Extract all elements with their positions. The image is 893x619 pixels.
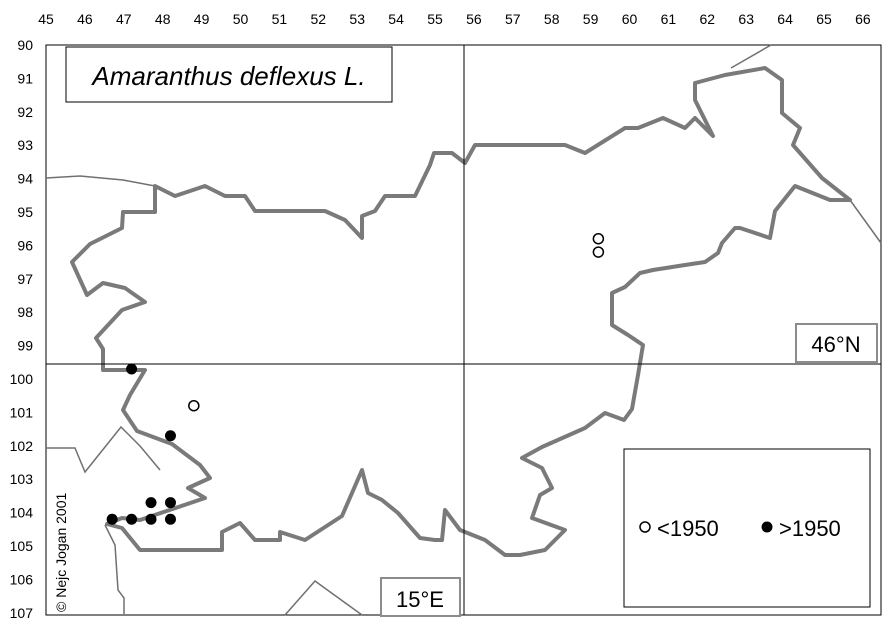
x-tick-label: 63 bbox=[738, 11, 754, 27]
legend-after-label: >1950 bbox=[779, 516, 841, 541]
record-before-1950 bbox=[188, 399, 200, 412]
x-tick-label: 55 bbox=[427, 11, 443, 27]
border-south-west-2 bbox=[104, 524, 125, 614]
lon-label-box bbox=[380, 577, 461, 617]
slovenia-border bbox=[70, 66, 852, 557]
legend-open-circle-icon bbox=[639, 521, 651, 533]
y-tick-label: 104 bbox=[10, 505, 34, 521]
y-tick-label: 102 bbox=[10, 438, 34, 454]
y-tick-label: 106 bbox=[10, 571, 34, 587]
border-south-west-1 bbox=[46, 425, 161, 474]
x-tick-label: 56 bbox=[466, 11, 482, 27]
record-after-1950 bbox=[164, 497, 176, 509]
y-tick-labels: 90 91 92 93 94 95 96 97 98 99 100 101 102 103 104 105 10… bbox=[10, 37, 34, 619]
border-south bbox=[284, 579, 363, 616]
record-after-1950 bbox=[106, 513, 118, 525]
x-tick-label: 61 bbox=[661, 11, 677, 27]
y-tick-label: 97 bbox=[17, 271, 33, 287]
y-tick-label: 94 bbox=[17, 171, 33, 187]
border-east bbox=[849, 199, 882, 244]
x-tick-label: 60 bbox=[622, 11, 638, 27]
record-after-1950 bbox=[126, 363, 138, 375]
y-tick-label: 103 bbox=[10, 471, 34, 487]
x-tick-label: 54 bbox=[388, 11, 404, 27]
x-tick-label: 47 bbox=[116, 11, 132, 27]
title-box bbox=[65, 46, 393, 103]
y-tick-label: 105 bbox=[10, 538, 34, 554]
x-tick-label: 45 bbox=[38, 11, 54, 27]
record-after-1950 bbox=[164, 430, 176, 442]
record-before-1950 bbox=[592, 232, 605, 245]
lat-label-box bbox=[795, 323, 878, 363]
x-tick-label: 58 bbox=[544, 11, 560, 27]
x-tick-label: 46 bbox=[77, 11, 93, 27]
x-tick-label: 59 bbox=[583, 11, 599, 27]
y-tick-label: 107 bbox=[10, 605, 34, 619]
record-after-1950 bbox=[145, 513, 157, 525]
neighbour-borders bbox=[45, 44, 882, 616]
x-tick-label: 53 bbox=[349, 11, 365, 27]
y-tick-label: 100 bbox=[10, 371, 34, 387]
record-before-1950 bbox=[592, 246, 605, 258]
x-tick-label: 65 bbox=[816, 11, 832, 27]
x-tick-label: 57 bbox=[505, 11, 521, 27]
x-tick-label: 49 bbox=[194, 11, 210, 27]
x-tick-label: 50 bbox=[233, 11, 249, 27]
lat-label: 46°N bbox=[811, 332, 860, 357]
x-tick-label: 51 bbox=[272, 11, 288, 27]
y-tick-label: 96 bbox=[17, 237, 33, 253]
x-tick-label: 52 bbox=[311, 11, 327, 27]
y-tick-label: 95 bbox=[17, 204, 33, 220]
record-after-1950 bbox=[164, 513, 176, 525]
x-tick-labels: 45 46 47 48 49 50 51 52 53 54 55 56 57 58 59 60 61 62 63 64… bbox=[38, 11, 871, 27]
y-tick-label: 101 bbox=[10, 404, 34, 420]
border-north-west bbox=[45, 175, 156, 187]
map-title: Amaranthus deflexus L. bbox=[90, 61, 365, 91]
record-after-1950 bbox=[126, 513, 138, 525]
legend-box bbox=[623, 448, 871, 608]
y-tick-label: 98 bbox=[17, 304, 33, 320]
y-tick-label: 99 bbox=[17, 338, 33, 354]
x-tick-label: 48 bbox=[155, 11, 171, 27]
lon-label: 15°E bbox=[396, 587, 444, 612]
y-tick-label: 93 bbox=[17, 137, 33, 153]
copyright-credit: © Nejc Jogan 2001 bbox=[53, 493, 69, 612]
y-tick-label: 91 bbox=[17, 70, 33, 86]
x-tick-label: 64 bbox=[777, 11, 793, 27]
border-north-east bbox=[730, 44, 772, 69]
record-points bbox=[106, 232, 605, 525]
y-tick-label: 90 bbox=[17, 37, 33, 53]
x-tick-label: 62 bbox=[700, 11, 716, 27]
record-after-1950 bbox=[145, 497, 157, 509]
legend-before-label: <1950 bbox=[657, 516, 719, 541]
x-tick-label: 66 bbox=[855, 11, 871, 27]
y-tick-label: 92 bbox=[17, 104, 33, 120]
legend-filled-circle-icon bbox=[761, 521, 773, 533]
